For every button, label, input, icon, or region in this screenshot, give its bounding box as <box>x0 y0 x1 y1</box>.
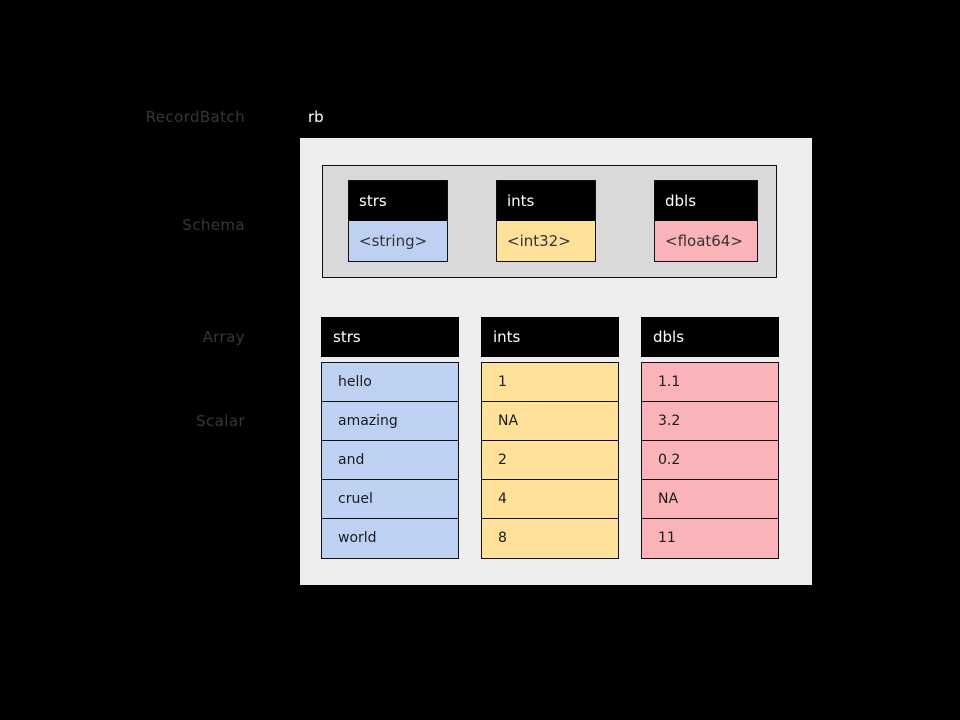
concept-label-array: Array <box>202 328 245 346</box>
array-cell: and <box>322 441 458 480</box>
array-cell: amazing <box>322 402 458 441</box>
array-cell: world <box>338 530 377 546</box>
array-cell: hello <box>322 363 458 402</box>
array-cell: 11 <box>658 530 676 546</box>
schema-arrow-icon <box>276 223 322 226</box>
array-cell: 1.1 <box>642 363 778 402</box>
schema-field-card-dbls: dbls <float64> <box>654 180 758 262</box>
schema-field-card-strs: strs <string> <box>348 180 448 262</box>
concept-label-schema: Schema <box>182 216 245 234</box>
array-cell: 3.2 <box>642 402 778 441</box>
array-column-header-strs: strs <box>321 317 459 357</box>
array-cell: 8 <box>498 530 507 546</box>
array-column-header-ints: ints <box>481 317 619 357</box>
array-cell: 0.2 <box>642 441 778 480</box>
array-cell: cruel <box>322 480 458 519</box>
array-cell: NA <box>642 480 778 519</box>
array-cell: 4 <box>482 480 618 519</box>
array-cell: 2 <box>482 441 618 480</box>
array-cell: 1 <box>482 363 618 402</box>
schema-field-name-dbls: dbls <box>655 181 757 221</box>
concept-label-scalar: Scalar <box>196 412 245 430</box>
schema-field-name-strs: strs <box>349 181 447 221</box>
array-column-header-dbls: dbls <box>641 317 779 357</box>
recordbatch-title: rb <box>308 108 324 126</box>
array-arrow-icon <box>276 335 322 338</box>
concept-label-recordbatch: RecordBatch <box>145 108 245 126</box>
schema-field-type-dbls: <float64> <box>655 221 757 261</box>
schema-field-type-ints: <int32> <box>497 221 595 261</box>
schema-field-card-ints: ints <int32> <box>496 180 596 262</box>
array-cell: NA <box>482 402 618 441</box>
schema-field-type-strs: <string> <box>349 221 447 261</box>
schema-field-name-ints: ints <box>497 181 595 221</box>
